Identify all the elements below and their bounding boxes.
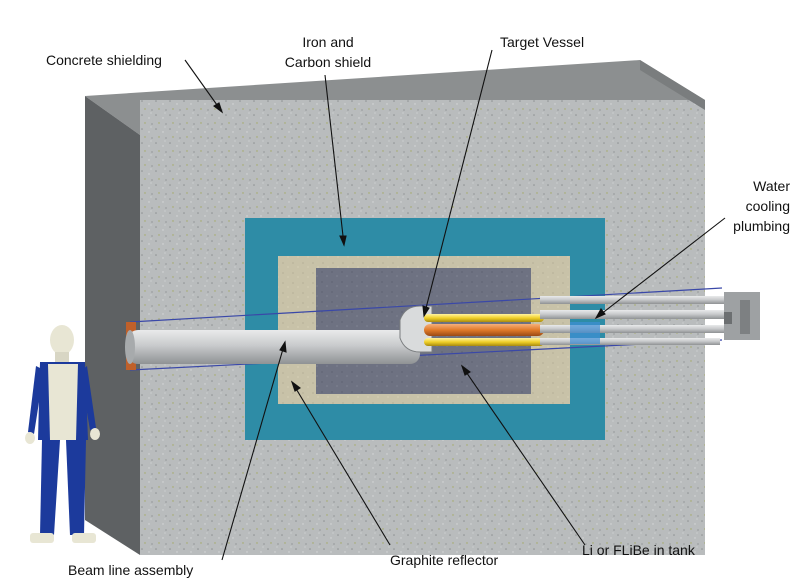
label-li-flibe-tank: Li or FLiBe in tank <box>582 542 695 558</box>
label-target-vessel: Target Vessel <box>500 34 585 50</box>
label-iron-line1: Iron and <box>302 34 354 50</box>
label-water-line3: plumbing <box>733 218 790 234</box>
callout-concrete <box>184 59 223 113</box>
target-vessel <box>399 305 544 353</box>
callout-graphite <box>291 381 391 546</box>
label-graphite-reflector: Graphite reflector <box>390 552 499 568</box>
label-concrete-shielding: Concrete shielding <box>46 52 162 68</box>
concrete-side-face <box>85 96 140 555</box>
label-water-cooling-plumbing: Water cooling plumbing <box>700 176 790 236</box>
human-figure <box>25 325 100 543</box>
label-water-line1: Water <box>753 178 790 194</box>
callout-target <box>423 49 493 317</box>
callout-beamline <box>221 341 286 561</box>
callout-lines <box>184 49 726 561</box>
callout-li <box>461 365 586 546</box>
label-beam-line-assembly: Beam line assembly <box>68 562 194 578</box>
water-cooling-plumbing <box>540 292 760 345</box>
label-iron-carbon-shield: Iron and Carbon shield <box>268 32 388 72</box>
label-water-line2: cooling <box>745 198 790 214</box>
callout-water <box>595 217 726 319</box>
label-iron-line2: Carbon shield <box>284 54 372 70</box>
callout-iron <box>324 74 345 246</box>
